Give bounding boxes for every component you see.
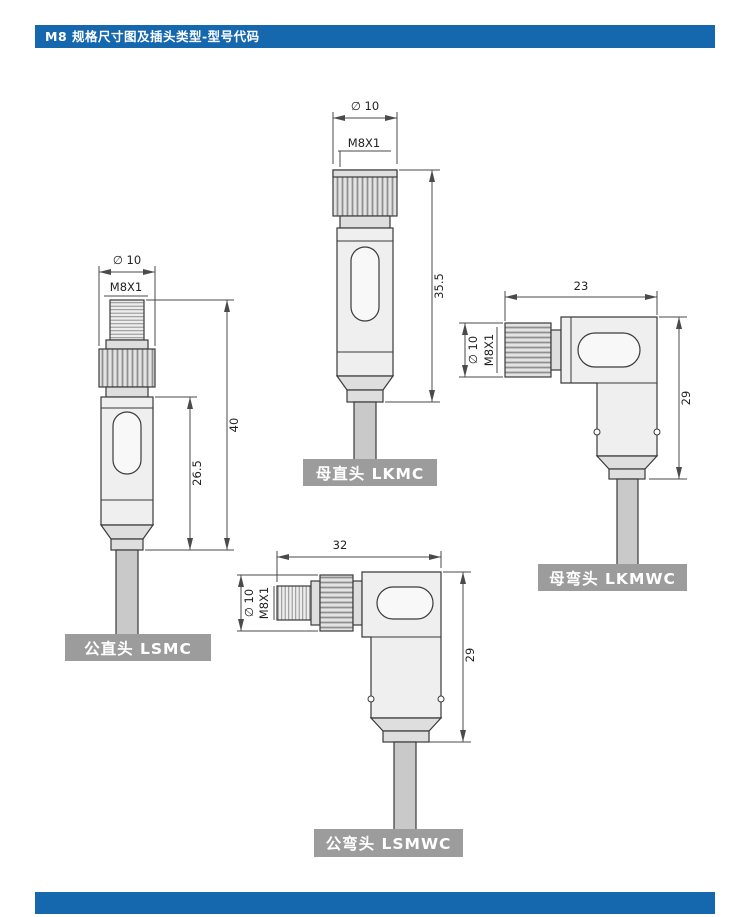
lsmwc-thread-text: M8X1 (257, 587, 271, 619)
lsmwc-height-text: 29 (463, 648, 477, 663)
lkmc-ring (339, 215, 391, 229)
lkmc-taper (335, 375, 395, 391)
lkmwc-dimple-right (653, 428, 661, 436)
lsmwc-taper (369, 717, 443, 732)
lsmc-label-window (112, 411, 142, 475)
lsmc-dimensions: ∅ 10 M8X1 26.5 40 (98, 253, 241, 551)
lsmwc-dimple-left (367, 695, 375, 703)
lkmwc-dimple-left (593, 428, 601, 436)
lkmc-coupling-nut (332, 169, 398, 217)
lsmwc-label-window (376, 586, 434, 620)
lkmwc-strain-relief (608, 468, 646, 480)
lkmc-cable (353, 401, 377, 467)
lkmwc-dia-text: ∅ 10 (466, 336, 480, 364)
lkmc-strain-relief (346, 389, 384, 403)
lkmwc-ring (550, 329, 562, 371)
lsmwc-collar (310, 580, 321, 626)
label-female-straight: 母直头 LKMC (303, 459, 437, 486)
lsmc-collar (105, 339, 149, 350)
header-bar: M8 规格尺寸图及插头类型-型号代码 (35, 25, 715, 48)
label-female-right-angle: 母弯头 LKMWC (538, 564, 687, 591)
lkmwc-width-text: 23 (574, 279, 589, 293)
lkmc-dimensions: ∅ 10 M8X1 35.5 (332, 99, 446, 403)
lkmc-nut-chamfer (332, 169, 398, 178)
lsmc-thread-text: M8X1 (110, 280, 142, 294)
lsmwc-coupling-nut (319, 574, 354, 632)
lsmwc-dimple-right (437, 695, 445, 703)
lkmwc-taper (595, 455, 659, 470)
lsmwc-threaded-stud (276, 585, 312, 621)
lsmc-cable (115, 549, 139, 641)
lsmwc-strain-relief (382, 730, 430, 743)
lkmwc-dimensions: 23 ∅ 10 M8X1 29 (459, 279, 693, 480)
lsmc-strain-relief (110, 538, 144, 551)
page-title: M8 规格尺寸图及插头类型-型号代码 (45, 29, 260, 44)
lsmwc-cable (393, 741, 417, 833)
lkmc-label-window (350, 246, 380, 322)
lsmc-body-length-text: 26.5 (190, 460, 204, 486)
lsmc-coupling-nut (98, 348, 156, 388)
label-male-right-angle: 公弯头 LSMWC (314, 829, 463, 857)
lsmwc-drawing: 32 ∅ 10 M8X1 29 (237, 538, 477, 833)
lkmwc-height-text: 29 (679, 391, 693, 406)
lkmwc-cable (616, 478, 639, 566)
footer-bar (35, 892, 715, 914)
lsmc-dia-text: ∅ 10 (113, 253, 141, 267)
lsmc-threaded-stud (109, 299, 145, 341)
lsmwc-dia-text: ∅ 10 (242, 589, 256, 617)
lsmwc-ring (352, 580, 363, 626)
lkmwc-drawing: 23 ∅ 10 M8X1 29 (459, 279, 693, 566)
lkmwc-thread-text: M8X1 (482, 334, 496, 366)
lkmwc-label-window (577, 332, 641, 368)
lkmwc-coupling-nut (504, 322, 552, 378)
lkmc-thread-text: M8X1 (348, 136, 380, 150)
lkmc-dia-text: ∅ 10 (351, 99, 379, 113)
lkmc-length-text: 35.5 (432, 273, 446, 299)
lsmc-taper (99, 524, 155, 540)
lsmc-drawing: ∅ 10 M8X1 26.5 40 (98, 253, 241, 641)
label-male-straight: 公直头 LSMC (65, 634, 211, 661)
lsmc-ring (105, 386, 149, 398)
lsmwc-width-text: 32 (333, 538, 348, 552)
lkmc-drawing: ∅ 10 M8X1 35.5 (332, 99, 446, 467)
lsmc-total-length-text: 40 (227, 418, 241, 433)
lsmwc-dimensions: 32 ∅ 10 M8X1 29 (237, 538, 477, 743)
